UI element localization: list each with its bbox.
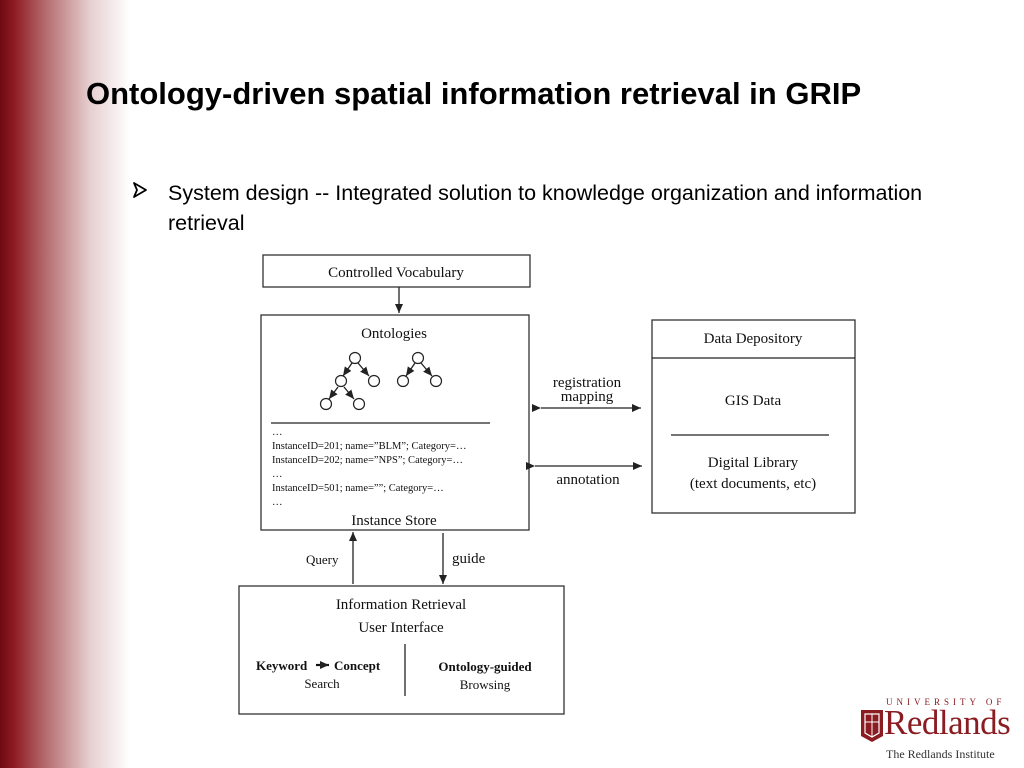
- registration-label: registration: [553, 375, 622, 391]
- tree-node: [352, 397, 366, 411]
- tree-node: [411, 351, 425, 365]
- logo-university-of: UNIVERSITY OF: [886, 697, 1006, 707]
- tree-node: [367, 374, 381, 388]
- instance-line: InstanceID=202; name=”NPS”; Category=…: [272, 455, 463, 466]
- annotation-label: annotation: [556, 472, 620, 488]
- logo-redlands: Redlands: [884, 703, 1011, 742]
- instance-line: InstanceID=201; name=”BLM”; Category=…: [272, 441, 466, 452]
- instance-line: …: [272, 427, 283, 438]
- tree-node: [348, 351, 362, 365]
- gis-data-label: GIS Data: [725, 393, 782, 409]
- data-depository-label: Data Depository: [704, 331, 803, 347]
- ontology-guided-label: Ontology-guided: [438, 659, 532, 674]
- tree-node: [396, 374, 410, 388]
- ir-subtitle-label: User Interface: [358, 620, 444, 636]
- instance-line: InstanceID=501; name=””; Category=…: [272, 483, 444, 494]
- data-depository-box: [651, 319, 856, 514]
- controlled-vocabulary-label: Controlled Vocabulary: [328, 265, 464, 281]
- guide-label: guide: [452, 551, 486, 567]
- ir-title-label: Information Retrieval: [336, 597, 466, 613]
- controlled-vocabulary-box: [262, 254, 531, 288]
- redlands-logo-mark: [861, 710, 883, 742]
- instance-line: …: [272, 497, 283, 508]
- arrowhead-bullet-icon: [133, 182, 147, 198]
- query-label: Query: [306, 552, 339, 567]
- slide-title: Ontology-driven spatial information retr…: [86, 76, 862, 111]
- ontology-tree-left: [319, 351, 381, 411]
- browsing-label: Browsing: [460, 677, 511, 692]
- ontology-tree-right: [396, 351, 443, 388]
- mapping-label: mapping: [561, 389, 614, 405]
- keyword-label: Keyword: [256, 658, 308, 673]
- tree-node: [429, 374, 443, 388]
- logo-redlands-institute: The Redlands Institute: [886, 747, 995, 761]
- digital-library-note: (text documents, etc): [690, 476, 816, 492]
- ontologies-label: Ontologies: [361, 326, 427, 342]
- instance-list: … InstanceID=201; name=”BLM”; Category=……: [272, 427, 466, 508]
- information-retrieval-box: [238, 585, 565, 715]
- tree-node: [334, 374, 348, 388]
- tree-node: [319, 397, 333, 411]
- search-label: Search: [304, 676, 340, 691]
- instance-store-label: Instance Store: [351, 513, 437, 529]
- bullet-text: System design -- Integrated solution to …: [168, 181, 923, 235]
- digital-library-label: Digital Library: [708, 455, 799, 471]
- concept-label: Concept: [334, 658, 381, 673]
- red-sidebar-gradient: [0, 0, 130, 768]
- instance-line: …: [272, 469, 283, 480]
